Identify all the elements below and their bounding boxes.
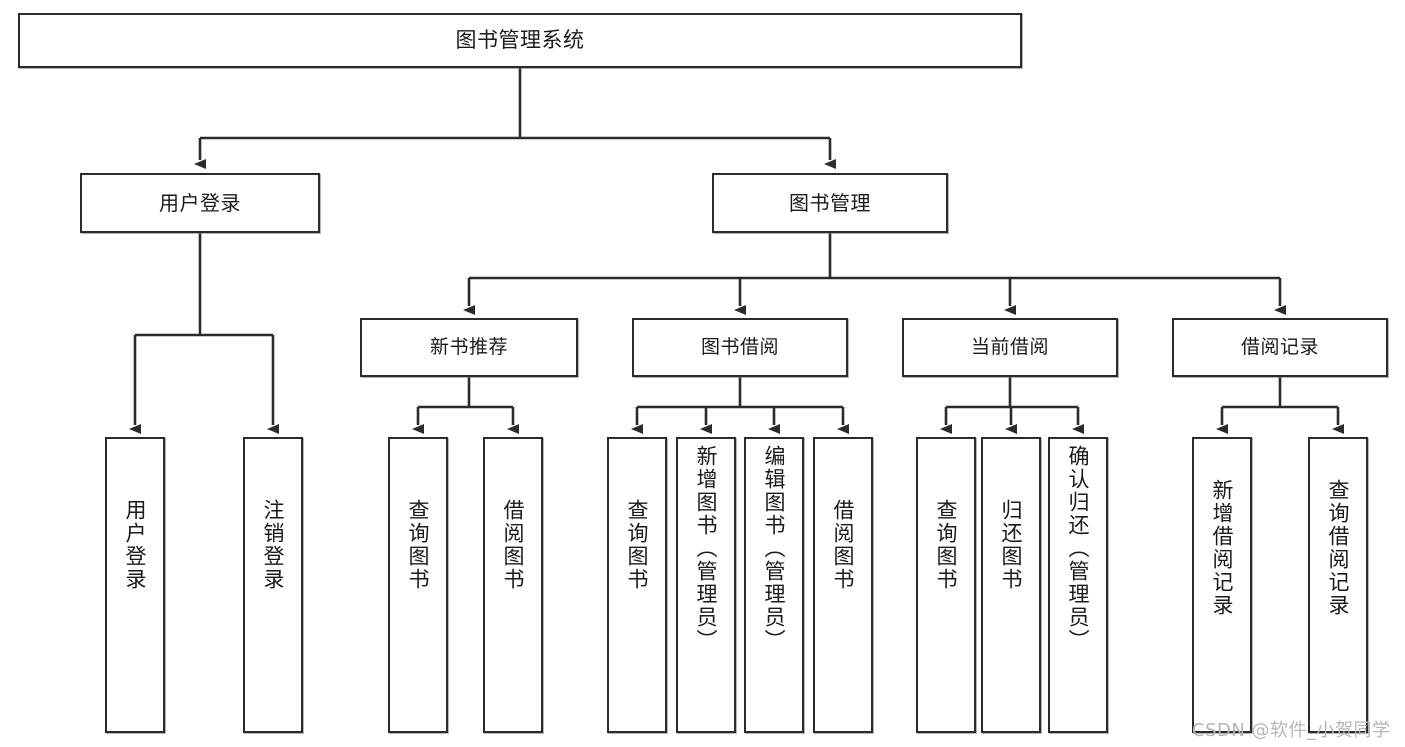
leaf-add-record-label: 新增借阅记录 — [1210, 479, 1235, 617]
leaf-borrow-book-2-label: 借阅图书 — [831, 499, 856, 591]
node-borrow-record-label: 借阅记录 — [1240, 335, 1319, 358]
leaf-query-book-3[interactable]: 查询图书 — [916, 437, 976, 733]
leaf-query-book-2-label: 查询图书 — [625, 499, 650, 591]
node-root-label: 图书管理系统 — [455, 28, 585, 53]
leaf-query-record[interactable]: 查询借阅记录 — [1308, 437, 1368, 733]
leaf-edit-book-label: 编辑图书（管理员） — [762, 445, 787, 652]
leaf-user-login[interactable]: 用户登录 — [105, 437, 165, 733]
node-current-borrow[interactable]: 当前借阅 — [902, 318, 1118, 377]
leaf-add-record[interactable]: 新增借阅记录 — [1192, 437, 1252, 733]
node-borrow-record[interactable]: 借阅记录 — [1172, 318, 1388, 377]
node-book-borrow[interactable]: 图书借阅 — [632, 318, 848, 377]
leaf-edit-book[interactable]: 编辑图书（管理员） — [744, 437, 804, 733]
csdn-watermark: CSDN @软件_小贺同学 — [1192, 720, 1391, 741]
leaf-query-book-2[interactable]: 查询图书 — [607, 437, 667, 733]
leaf-add-book-label: 新增图书（管理员） — [694, 445, 719, 652]
node-current-borrow-label: 当前借阅 — [970, 335, 1049, 358]
leaf-query-book-1-label: 查询图书 — [406, 499, 431, 591]
leaf-user-login-label: 用户登录 — [123, 499, 148, 591]
node-new-book-recommend[interactable]: 新书推荐 — [360, 318, 578, 377]
node-root[interactable]: 图书管理系统 — [18, 13, 1022, 68]
leaf-borrow-book-1[interactable]: 借阅图书 — [483, 437, 543, 733]
leaf-borrow-book-2[interactable]: 借阅图书 — [813, 437, 873, 733]
leaf-return-book-label: 归还图书 — [999, 499, 1024, 591]
node-user-login-label: 用户登录 — [159, 190, 241, 215]
node-book-management-label: 图书管理 — [789, 190, 871, 215]
leaf-user-logout-label: 注销登录 — [261, 499, 286, 591]
node-new-book-recommend-label: 新书推荐 — [429, 335, 508, 358]
leaf-user-logout[interactable]: 注销登录 — [243, 437, 303, 733]
leaf-query-record-label: 查询借阅记录 — [1326, 479, 1351, 617]
leaf-return-book[interactable]: 归还图书 — [981, 437, 1041, 733]
leaf-confirm-return-label: 确认归还（管理员） — [1066, 445, 1091, 652]
leaf-borrow-book-1-label: 借阅图书 — [501, 499, 526, 591]
leaf-confirm-return[interactable]: 确认归还（管理员） — [1048, 437, 1108, 733]
leaf-query-book-1[interactable]: 查询图书 — [388, 437, 448, 733]
node-user-login[interactable]: 用户登录 — [80, 173, 320, 233]
leaf-query-book-3-label: 查询图书 — [934, 499, 959, 591]
leaf-add-book[interactable]: 新增图书（管理员） — [676, 437, 736, 733]
node-book-borrow-label: 图书借阅 — [700, 335, 779, 358]
node-book-management[interactable]: 图书管理 — [712, 173, 948, 233]
